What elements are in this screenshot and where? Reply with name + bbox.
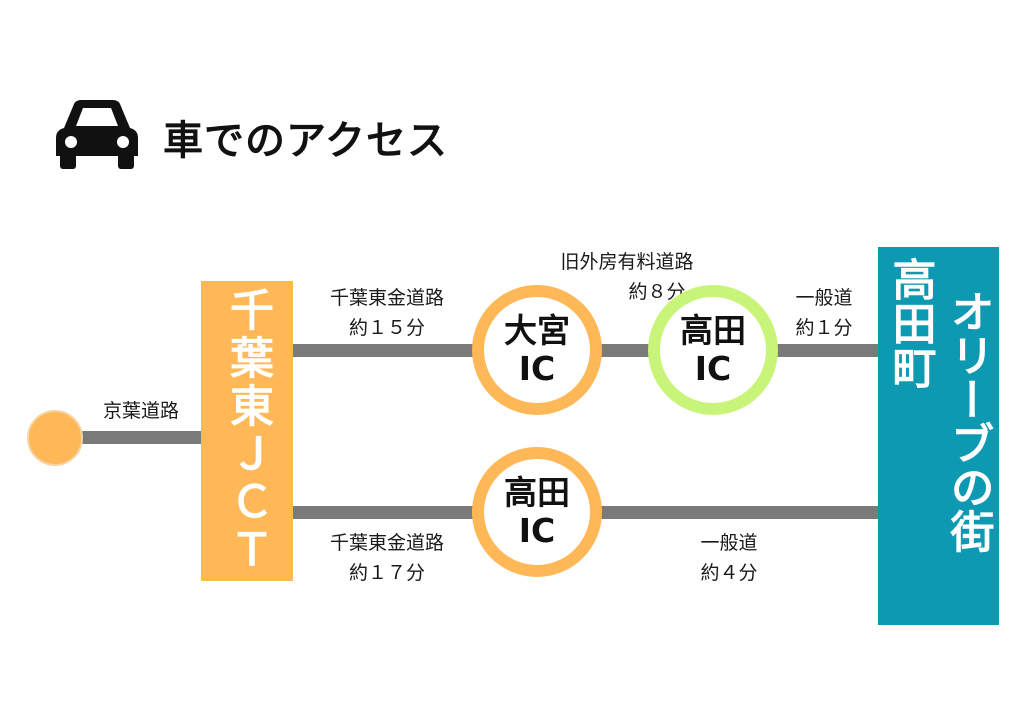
- car-icon: [56, 100, 138, 169]
- destination-takata-town: 高田町 オリーブの街: [878, 247, 999, 625]
- destination-town-name: 高田町: [884, 257, 936, 389]
- road-start: [60, 431, 202, 444]
- destination-tagline: オリーブの街: [942, 289, 994, 553]
- start-road-label: 京葉道路: [102, 400, 179, 422]
- start-point: [27, 410, 83, 466]
- chiba-higashi-jct: 千葉東ＪＣＴ: [201, 281, 293, 581]
- page-title: 車でのアクセス: [163, 118, 448, 164]
- upper-seg3-label: 一般道 約１分: [795, 287, 853, 339]
- upper-seg1-label: 千葉東金道路 約１５分: [329, 287, 444, 339]
- upper-seg2-label: 旧外房有料道路 約８分: [560, 251, 694, 303]
- lower-seg2-label: 一般道 約４分: [700, 532, 758, 584]
- lower-seg1-label: 千葉東金道路 約１７分: [329, 532, 444, 584]
